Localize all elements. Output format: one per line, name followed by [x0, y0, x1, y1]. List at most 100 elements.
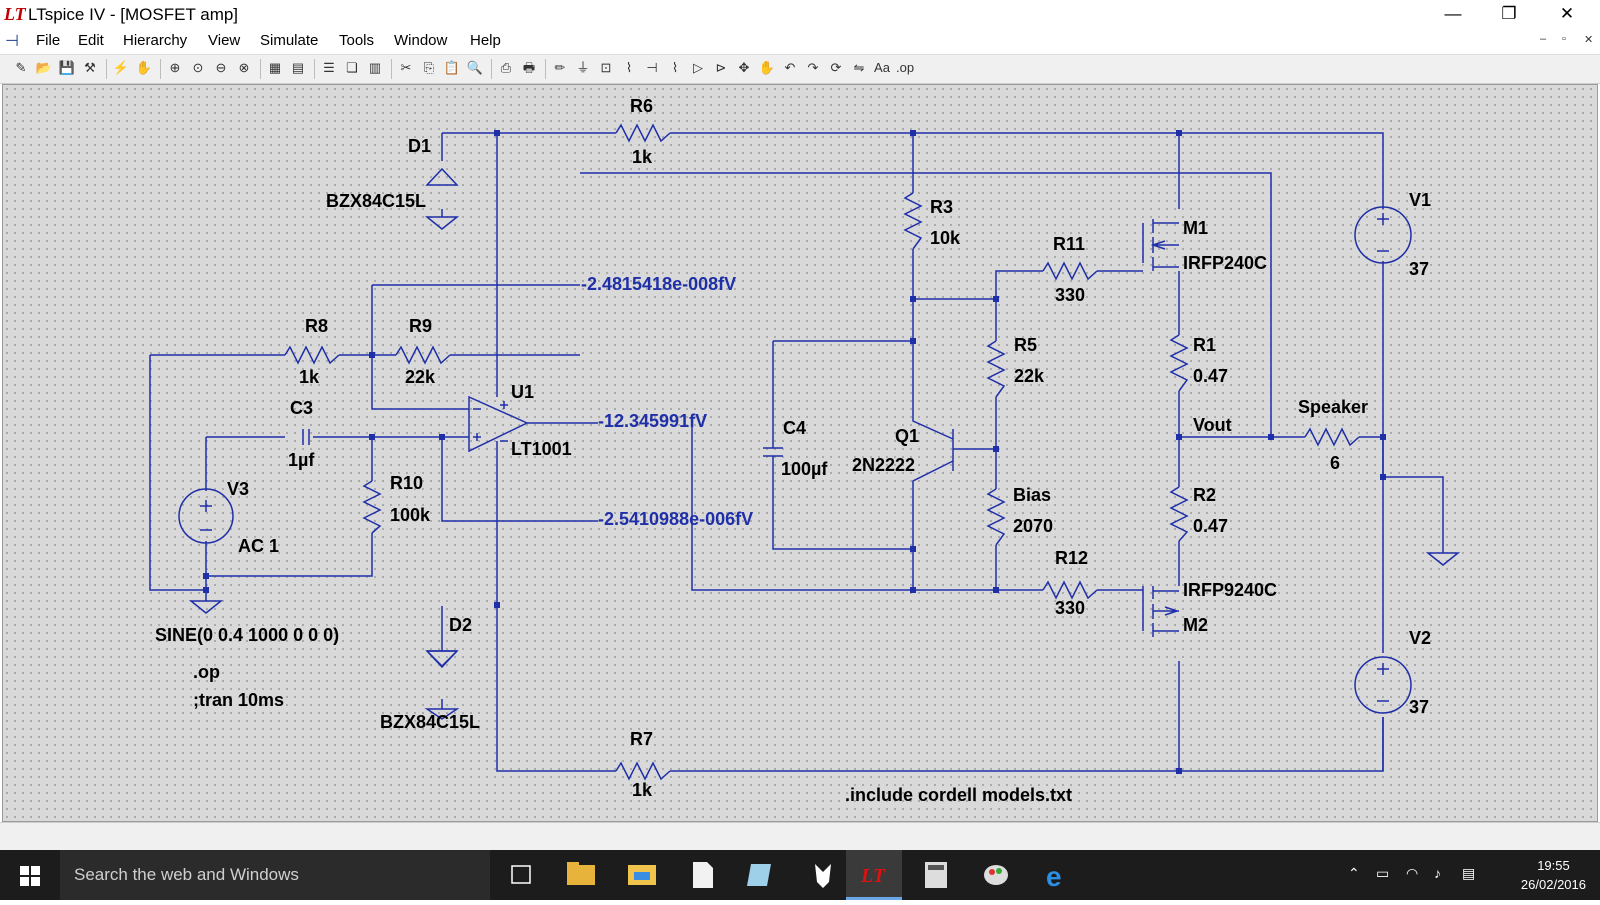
open-icon[interactable]: 📂 — [35, 60, 53, 75]
schematic-canvas[interactable]: D1 BZX84C15L R6 1k R3 10k R11 330 M1 IRF… — [2, 84, 1598, 822]
cut-icon[interactable]: ✂ — [400, 60, 412, 75]
menu-view[interactable]: View — [208, 32, 241, 49]
op-value-upper: -2.4815418e-008fV — [581, 274, 736, 294]
zoom-cancel-icon[interactable]: ⊗ — [238, 60, 250, 75]
print-preview-icon[interactable]: 🖶 — [522, 60, 536, 75]
r12-ref: R12 — [1055, 548, 1088, 568]
r2-ref: R2 — [1193, 485, 1216, 505]
wolf-app-icon[interactable] — [795, 850, 851, 900]
menu-simulate[interactable]: Simulate — [260, 32, 319, 49]
new-schematic-icon[interactable]: ✎ — [15, 60, 27, 75]
m2-ref: M2 — [1183, 615, 1208, 635]
u1-ref: U1 — [511, 382, 534, 402]
text-icon[interactable]: Aa — [874, 60, 890, 75]
v3-value: AC 1 — [238, 536, 279, 556]
control-panel-icon[interactable]: ⚒ — [84, 60, 96, 75]
r11-ref: R11 — [1053, 234, 1085, 254]
d1-value: BZX84C15L — [326, 191, 426, 211]
folder-icon[interactable] — [614, 850, 670, 900]
r9-ref: R9 — [409, 316, 432, 336]
mdi-minimize-button[interactable]: – — [1540, 33, 1547, 45]
op-value-mid: -12.345991fV — [598, 411, 707, 431]
document-icon[interactable] — [674, 850, 730, 900]
zoom-pan-icon[interactable]: ⊙ — [192, 60, 204, 75]
ground-icon[interactable]: ⏚ — [576, 60, 590, 75]
r1-value: 0.47 — [1193, 366, 1228, 386]
c3-ref: C3 — [290, 398, 313, 418]
start-button[interactable] — [0, 850, 60, 900]
paste-icon[interactable]: 📋 — [443, 60, 461, 75]
task-view-icon[interactable] — [493, 850, 549, 900]
drag-icon[interactable]: ✋ — [758, 60, 776, 75]
component-icon[interactable]: ⊳ — [715, 60, 727, 75]
menu-help[interactable]: Help — [470, 32, 501, 49]
search-placeholder: Search the web and Windows — [74, 865, 299, 884]
halt-icon[interactable]: ✋ — [135, 60, 153, 75]
resistor-icon[interactable]: ⌇ — [625, 60, 633, 75]
show-hidden-icons-icon[interactable]: ⌃ — [1348, 865, 1360, 881]
toolbar-separator — [160, 59, 161, 79]
redo-icon[interactable]: ↷ — [807, 60, 819, 75]
svg-text:e: e — [1046, 861, 1062, 892]
r2-value: 0.47 — [1193, 516, 1228, 536]
minimize-button[interactable]: — — [1444, 4, 1462, 23]
mdi-restore-button[interactable]: ▫ — [1562, 33, 1566, 45]
speaker-ref: Speaker — [1298, 397, 1368, 417]
q1-value: 2N2222 — [852, 455, 915, 475]
undo-icon[interactable]: ↶ — [784, 60, 796, 75]
r5-value: 22k — [1014, 366, 1045, 386]
clock[interactable]: 19:55 26/02/2016 — [1521, 856, 1586, 894]
label-net-icon[interactable]: ⊡ — [600, 60, 612, 75]
m1-value: IRFP240C — [1183, 253, 1267, 273]
spice-directive-icon[interactable]: .op — [896, 60, 915, 75]
ltspice-icon[interactable]: LT — [846, 850, 902, 900]
volume-icon[interactable]: ♪ — [1434, 865, 1441, 881]
waveform-icon[interactable]: ▦ — [268, 60, 282, 75]
maximize-button[interactable]: ❐ — [1501, 4, 1517, 23]
cascade-icon[interactable]: ❏ — [346, 60, 358, 75]
wire-icon[interactable]: ✏ — [554, 60, 566, 75]
save-icon[interactable]: 💾 — [58, 60, 76, 75]
clock-time: 19:55 — [1537, 858, 1570, 873]
notepad-icon[interactable] — [734, 850, 790, 900]
menu-edit[interactable]: Edit — [78, 32, 104, 49]
document-system-menu-icon[interactable]: ⊣ — [5, 33, 19, 50]
network-icon[interactable]: ◠ — [1406, 865, 1419, 881]
menu-bar: ⊣ File Edit Hierarchy View Simulate Tool… — [0, 30, 1600, 52]
copy-icon[interactable]: ⎘ — [423, 60, 435, 75]
status-bar — [0, 822, 1600, 851]
tile-horizontal-icon[interactable]: ☰ — [323, 60, 335, 75]
menu-window[interactable]: Window — [394, 32, 448, 49]
search-box[interactable]: Search the web and Windows — [60, 850, 490, 900]
notifications-icon[interactable]: ▤ — [1462, 865, 1476, 881]
v2-value: 37 — [1409, 697, 1429, 717]
edge-icon[interactable]: e — [1030, 850, 1086, 900]
mirror-icon[interactable]: ⇋ — [853, 60, 865, 75]
r8-value: 1k — [299, 367, 320, 387]
menu-file[interactable]: File — [36, 32, 61, 49]
toolbar-separator — [260, 59, 261, 79]
rotate-icon[interactable]: ⟳ — [830, 60, 842, 75]
close-button[interactable]: ✕ — [1559, 4, 1575, 23]
battery-icon[interactable]: ▭ — [1376, 865, 1390, 881]
inductor-icon[interactable]: ⌇ — [671, 60, 679, 75]
tile-vertical-icon[interactable]: ▥ — [368, 60, 382, 75]
file-explorer-icon[interactable] — [553, 850, 609, 900]
move-icon[interactable]: ✥ — [738, 60, 750, 75]
diode-icon[interactable]: ▷ — [693, 60, 703, 75]
mdi-close-button[interactable]: ✕ — [1584, 34, 1594, 46]
calculator-icon[interactable] — [908, 850, 964, 900]
menu-hierarchy[interactable]: Hierarchy — [123, 32, 188, 49]
find-icon[interactable]: 🔍 — [466, 60, 484, 75]
print-icon[interactable]: ⎙ — [500, 60, 512, 75]
zoom-out-icon[interactable]: ⊖ — [215, 60, 227, 75]
m1-ref: M1 — [1183, 218, 1208, 238]
run-icon[interactable]: ⚡ — [112, 60, 130, 75]
menu-tools[interactable]: Tools — [339, 32, 375, 49]
r9-value: 22k — [405, 367, 436, 387]
paint-icon[interactable] — [968, 850, 1024, 900]
zoom-in-icon[interactable]: ⊕ — [169, 60, 181, 75]
capacitor-icon[interactable]: ⊣ — [646, 60, 658, 75]
autorange-icon[interactable]: ▤ — [291, 60, 305, 75]
bias-value: 2070 — [1013, 516, 1053, 536]
